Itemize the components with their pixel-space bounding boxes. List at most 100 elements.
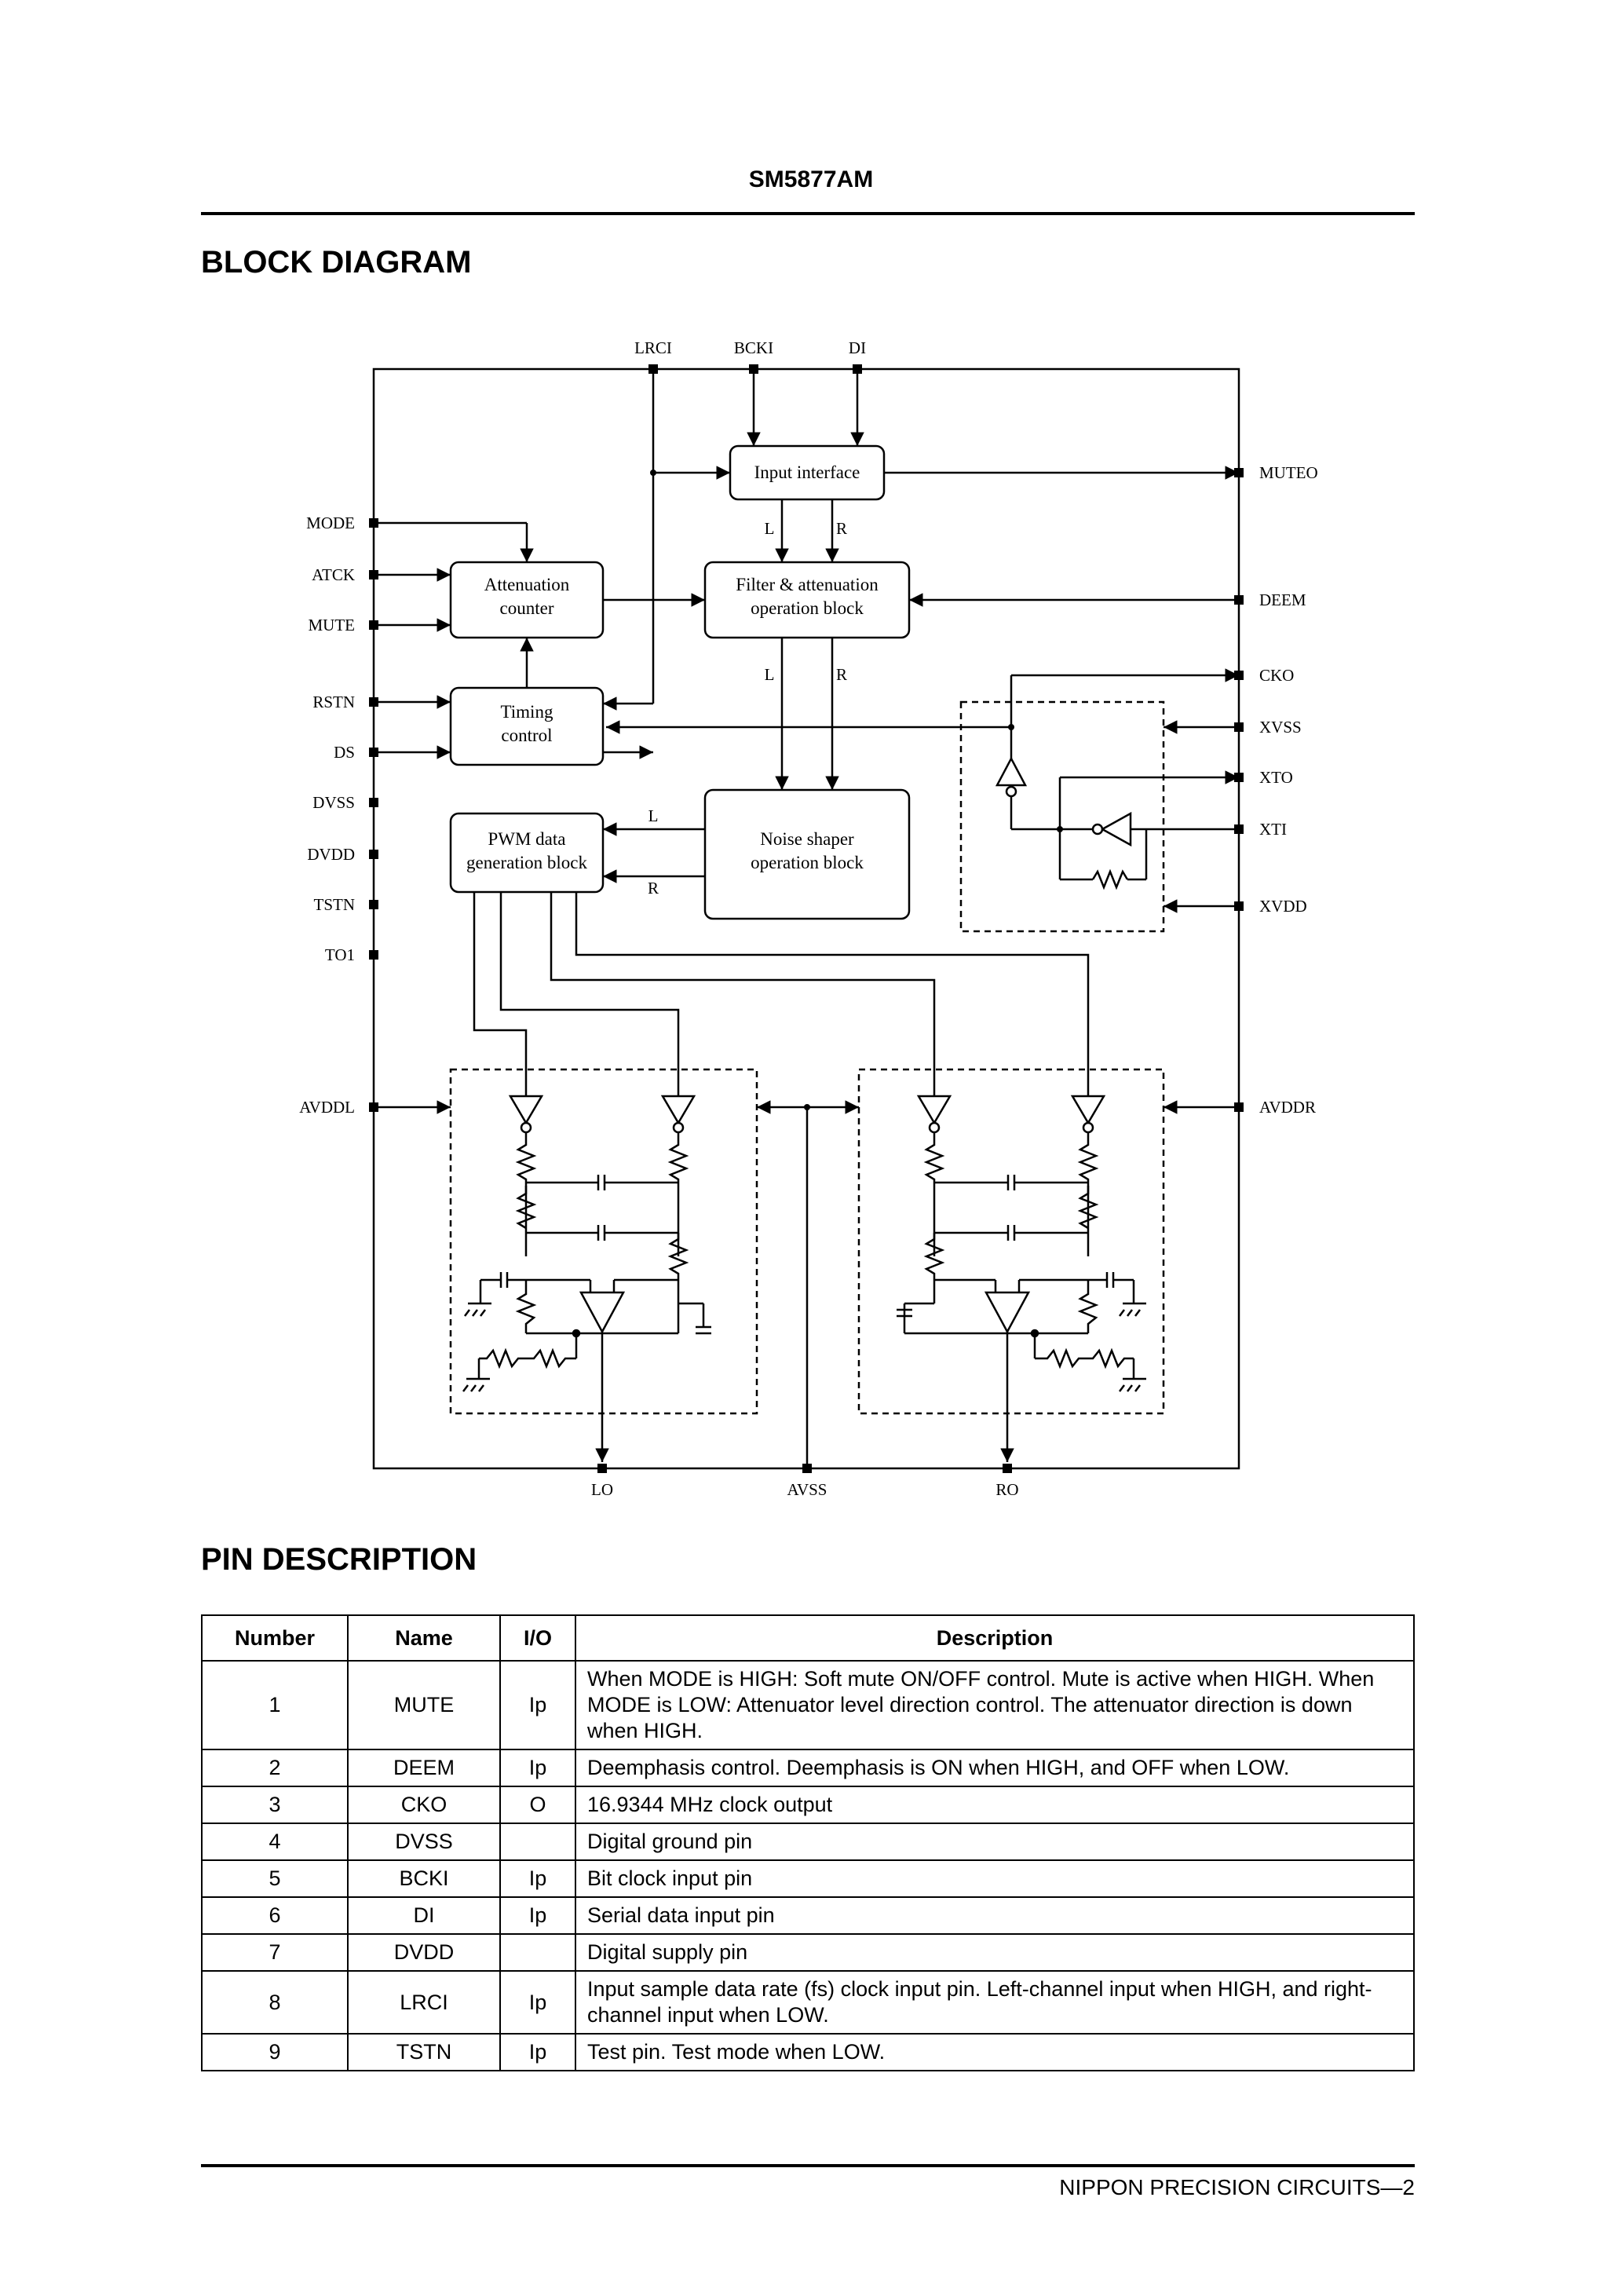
timing-control-label: control (501, 726, 552, 745)
table-row: 7 DVDD Digital supply pin (201, 1933, 1415, 1972)
pin-name: TSTN (347, 2033, 501, 2071)
footer-rule (201, 2164, 1415, 2167)
pin-label-avss: AVSS (787, 1480, 827, 1499)
block-diagram: LRCI BCKI DI MODE ATCK MUTE RSTN DS DVSS… (299, 338, 1318, 1499)
channel-label-r: R (836, 519, 847, 538)
pwm-block-label: generation block (466, 853, 587, 872)
pin-label-deem: DEEM (1259, 590, 1306, 609)
header-rule (201, 212, 1415, 215)
pin-description-table: Number Name I/O Description 1 MUTE Ip Wh… (201, 1614, 1415, 2071)
pin-name: DVDD (347, 1933, 501, 1972)
table-header-row: Number Name I/O Description (201, 1614, 1415, 1662)
pin-label-xvss: XVSS (1259, 718, 1302, 737)
pwm-block-label: PWM data (488, 829, 565, 849)
pin-name: CKO (347, 1786, 501, 1824)
table-row: 6 DI Ip Serial data input pin (201, 1896, 1415, 1935)
left-dac-circuit (462, 1095, 711, 1462)
table-row: 3 CKO O 16.9344 MHz clock output (201, 1786, 1415, 1824)
section-title-pin-description: PIN DESCRIPTION (201, 1542, 477, 1577)
pin-number: 5 (201, 1859, 349, 1898)
pin-label-mode: MODE (306, 514, 355, 532)
noise-shaper-block (703, 788, 911, 920)
left-dac-block (449, 1068, 758, 1415)
pin-label-lo: LO (591, 1480, 613, 1499)
table-row: 9 TSTN Ip Test pin. Test mode when LOW. (201, 2033, 1415, 2071)
pin-label-rstn: RSTN (312, 693, 355, 711)
pin-label-atck: ATCK (312, 565, 355, 584)
pin-label-mute: MUTE (309, 616, 356, 634)
pin-label-cko: CKO (1259, 666, 1294, 685)
channel-label-r: R (836, 665, 847, 684)
pin-label-ro: RO (995, 1480, 1018, 1499)
pin-number: 4 (201, 1823, 349, 1861)
pin-io: Ip (499, 1749, 576, 1787)
pin-label-lrci: LRCI (634, 338, 672, 357)
noise-shaper-label: Noise shaper (760, 829, 854, 849)
filter-block-label: Filter & attenuation (736, 575, 879, 594)
section-title-block-diagram: BLOCK DIAGRAM (201, 245, 472, 280)
pin-label-avddl: AVDDL (299, 1098, 355, 1117)
pin-label-ds: DS (334, 743, 355, 762)
pin-number: 8 (201, 1970, 349, 2035)
pin-description: Deemphasis control. Deemphasis is ON whe… (575, 1749, 1415, 1787)
pin-description: Serial data input pin (575, 1896, 1415, 1935)
pin-description: Digital supply pin (575, 1933, 1415, 1972)
table-row: 4 DVSS Digital ground pin (201, 1823, 1415, 1861)
pin-label-xvdd: XVDD (1259, 897, 1307, 916)
pin-label-bcki: BCKI (734, 338, 773, 357)
pin-io: O (499, 1786, 576, 1824)
pin-description: Bit clock input pin (575, 1859, 1415, 1898)
channel-label-l: L (648, 806, 659, 825)
pin-description: When MODE is HIGH: Soft mute ON/OFF cont… (575, 1660, 1415, 1750)
pin-label-xti: XTI (1259, 820, 1287, 839)
table-row: 5 BCKI Ip Bit clock input pin (201, 1859, 1415, 1898)
column-header-description: Description (575, 1614, 1415, 1662)
pin-io: Ip (499, 2033, 576, 2071)
pin-number: 9 (201, 2033, 349, 2071)
pin-label-dvss: DVSS (312, 793, 355, 812)
pin-number: 2 (201, 1749, 349, 1787)
pin-name: DI (347, 1896, 501, 1935)
pin-label-xto: XTO (1259, 768, 1293, 787)
channel-label-l: L (765, 519, 775, 538)
pin-label-muteo: MUTEO (1259, 463, 1318, 482)
document-title: SM5877AM (748, 166, 874, 192)
pin-number: 6 (201, 1896, 349, 1935)
pin-number: 3 (201, 1786, 349, 1824)
pin-name: BCKI (347, 1859, 501, 1898)
pin-io: Ip (499, 1859, 576, 1898)
right-dac-circuit (897, 1095, 1146, 1462)
footer-text: NIPPON PRECISION CIRCUITS—2 (1059, 2175, 1415, 2199)
pin-label-to1: TO1 (325, 945, 355, 964)
pin-io (499, 1823, 576, 1861)
noise-shaper-label: operation block (751, 853, 864, 872)
pin-label-tstn: TSTN (314, 895, 356, 914)
pin-description: Input sample data rate (fs) clock input … (575, 1970, 1415, 2035)
pin-description: 16.9344 MHz clock output (575, 1786, 1415, 1824)
pin-io: Ip (499, 1896, 576, 1935)
pin-name: MUTE (347, 1660, 501, 1750)
pin-io (499, 1933, 576, 1972)
attenuation-counter-label: Attenuation (484, 575, 570, 594)
table-row: 2 DEEM Ip Deemphasis control. Deemphasis… (201, 1749, 1415, 1787)
pin-description: Test pin. Test mode when LOW. (575, 2033, 1415, 2071)
table-row: 1 MUTE Ip When MODE is HIGH: Soft mute O… (201, 1660, 1415, 1750)
column-header-number: Number (201, 1614, 349, 1662)
channel-label-l: L (765, 665, 775, 684)
pin-label-avddr: AVDDR (1259, 1098, 1316, 1117)
table-row: 8 LRCI Ip Input sample data rate (fs) cl… (201, 1970, 1415, 2035)
channel-label-r: R (648, 879, 659, 898)
pin-name: DVSS (347, 1823, 501, 1861)
pin-label-dvdd: DVDD (307, 845, 355, 864)
oscillator-block (959, 700, 1165, 933)
timing-control-label: Timing (501, 702, 553, 722)
pin-name: DEEM (347, 1749, 501, 1787)
pin-description: Digital ground pin (575, 1823, 1415, 1861)
pin-name: LRCI (347, 1970, 501, 2035)
right-dac-block (857, 1068, 1165, 1415)
pin-io: Ip (499, 1660, 576, 1750)
filter-block-label: operation block (751, 598, 864, 618)
column-header-name: Name (347, 1614, 501, 1662)
pin-number: 7 (201, 1933, 349, 1972)
input-interface-label: Input interface (754, 462, 860, 482)
